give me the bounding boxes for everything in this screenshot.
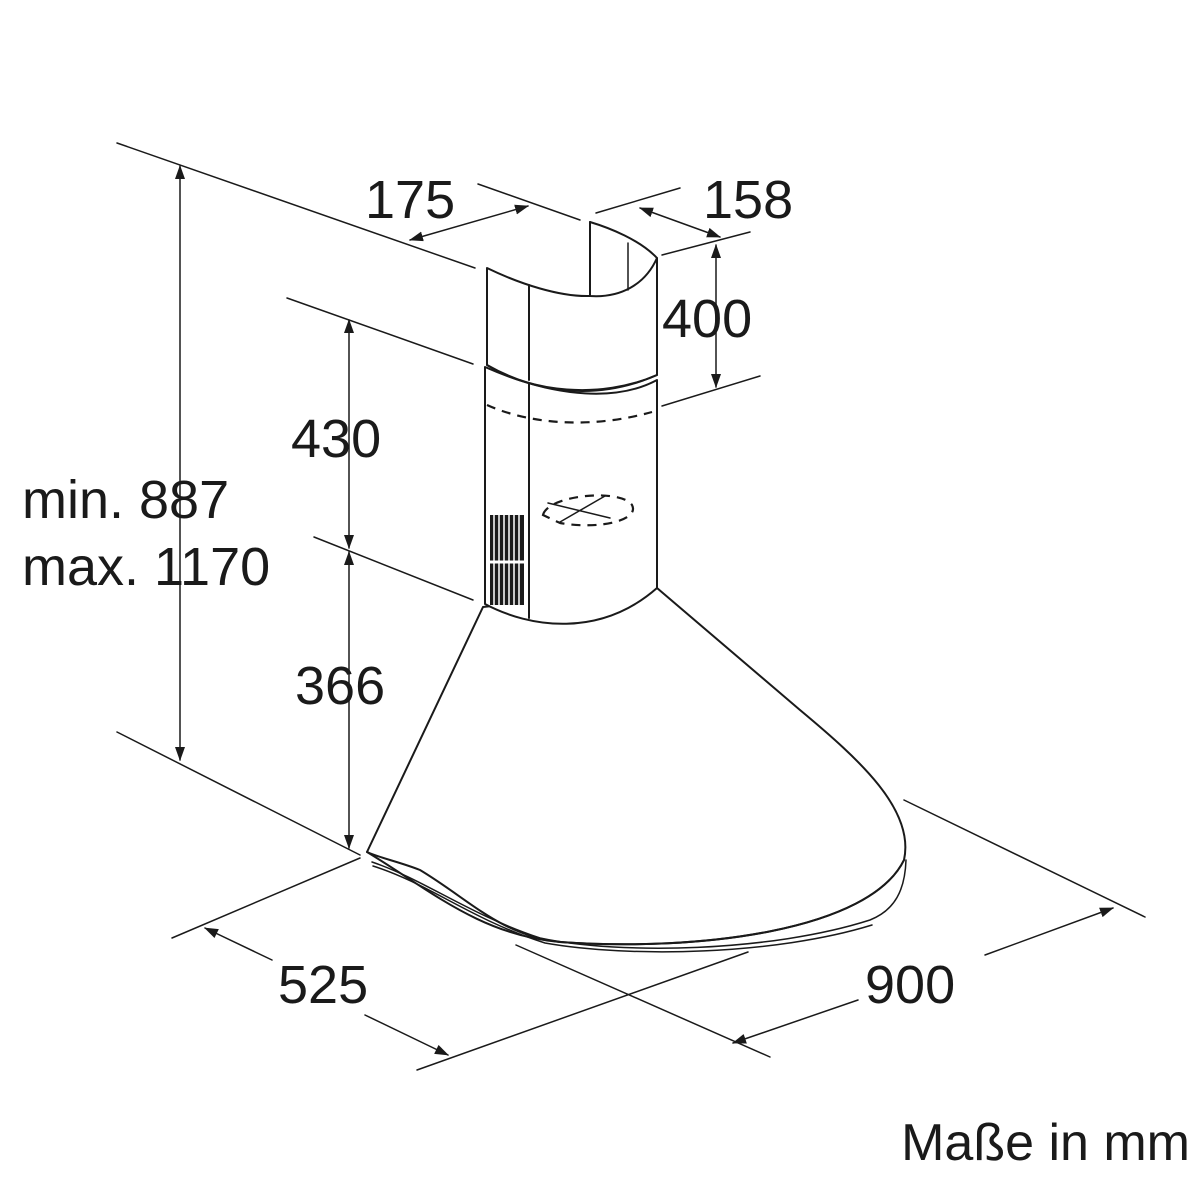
label-hood-depth: 525 [278, 955, 368, 1015]
label-upper-chimney-overlap: 400 [662, 289, 752, 349]
label-lower-chimney-height: 430 [291, 409, 381, 469]
hood-body [366, 587, 907, 953]
vent-grille-icon [490, 515, 524, 605]
label-total-height-max: max. 1170 [22, 537, 270, 597]
label-hood-body-height: 366 [295, 656, 385, 716]
dimension-arrows [175, 165, 1114, 1056]
label-hood-width: 900 [865, 955, 955, 1015]
unit-note: Maße in mm [901, 1114, 1190, 1172]
upper-chimney [486, 221, 658, 393]
lower-chimney [484, 366, 658, 625]
label-total-height-min: min. 887 [22, 470, 229, 530]
label-chimney-depth: 158 [703, 170, 793, 230]
label-chimney-front-width: 175 [365, 170, 455, 230]
reference-lines [116, 142, 1146, 1071]
fan-symbol-icon [541, 494, 635, 527]
